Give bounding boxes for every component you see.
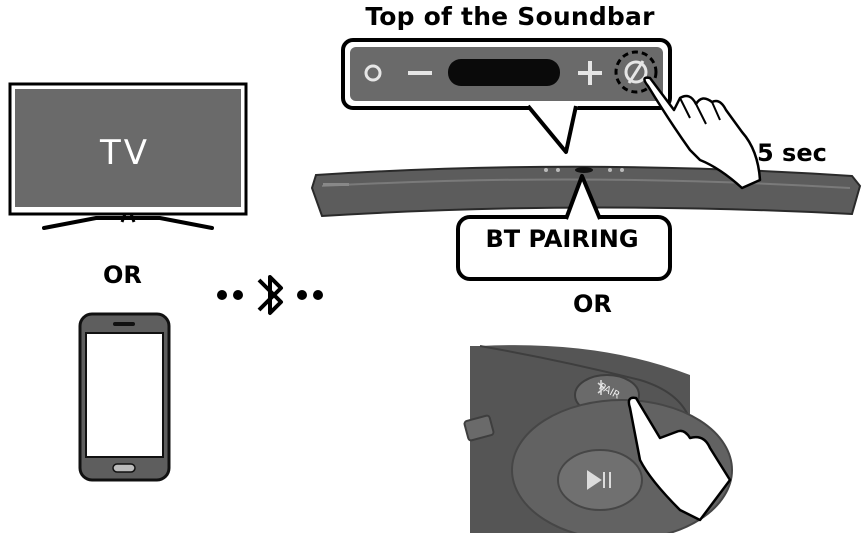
- bluetooth-icon: [257, 275, 283, 315]
- phone-speaker: [113, 322, 135, 326]
- source-key: [463, 414, 495, 442]
- smartphone: [78, 312, 171, 482]
- phone-home-button: [112, 463, 136, 473]
- hold-time-label: 5 sec: [757, 139, 827, 167]
- play-pause-icon: [587, 470, 611, 490]
- hand-pointer-icon: [643, 76, 762, 190]
- hand-pointer-remote: [627, 396, 732, 522]
- volume-down-icon: [408, 71, 432, 75]
- tv: [8, 82, 248, 230]
- display-window: [448, 59, 560, 86]
- or-label-left: OR: [103, 261, 142, 289]
- bt-pairing-label: BT PAIRING: [485, 225, 639, 253]
- diagram-title: Top of the Soundbar: [365, 2, 655, 31]
- or-label-right: OR: [573, 290, 612, 318]
- tv-label: TV: [99, 133, 151, 173]
- top-panel-callout: [341, 38, 672, 154]
- bt-pairing-callout: [456, 174, 672, 281]
- volume-up-icon: [578, 61, 602, 85]
- soundbar-logo: [323, 183, 349, 186]
- bluetooth-pair-icon: [614, 50, 658, 94]
- remote-control: [463, 345, 733, 533]
- power-icon: [364, 64, 382, 82]
- phone-screen: [85, 332, 164, 458]
- bluetooth-connection: [217, 275, 323, 315]
